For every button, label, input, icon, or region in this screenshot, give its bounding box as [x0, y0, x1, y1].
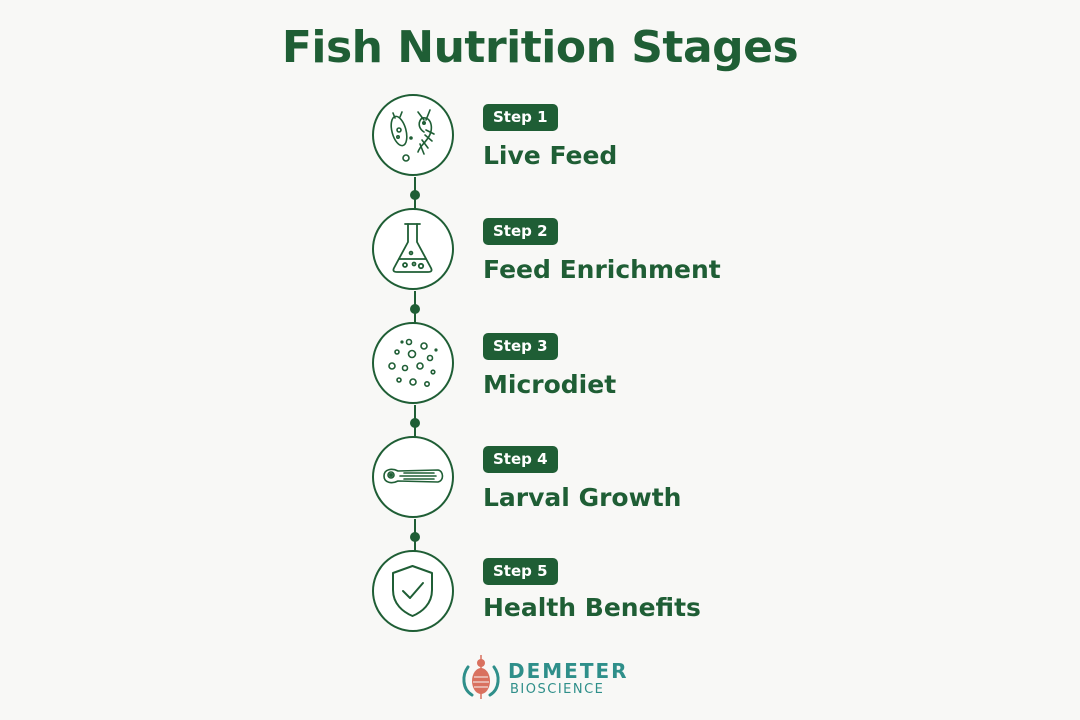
step-5-badge: Step 5 — [483, 558, 558, 585]
shield-check-icon — [392, 565, 433, 617]
connector-dot — [410, 304, 420, 314]
step-2-label: Feed Enrichment — [483, 255, 721, 284]
logo-mark-icon — [462, 655, 500, 699]
logo-subtitle: BIOSCIENCE — [510, 682, 605, 697]
plankton-icon — [390, 109, 435, 162]
logo-name: DEMETER — [508, 659, 629, 683]
particles-icon — [388, 338, 438, 387]
flask-icon — [392, 223, 433, 273]
page-title: Fish Nutrition Stages — [281, 22, 799, 73]
step-3-circle — [372, 322, 454, 404]
step-4-circle — [372, 436, 454, 518]
connector-dot — [410, 532, 420, 542]
step-4-label: Larval Growth — [483, 483, 682, 512]
step-1-badge: Step 1 — [483, 104, 558, 131]
step-3-label: Microdiet — [483, 370, 617, 399]
step-3-badge: Step 3 — [483, 333, 558, 360]
connector-dot — [410, 418, 420, 428]
step-5-label: Health Benefits — [483, 593, 701, 622]
step-4-badge: Step 4 — [483, 446, 558, 473]
connector-dot — [410, 190, 420, 200]
step-2-badge: Step 2 — [483, 218, 558, 245]
step-5-circle — [372, 550, 454, 632]
company-logo: DEMETER BIOSCIENCE — [460, 653, 630, 701]
fish-larva-icon — [383, 468, 444, 484]
step-1-circle — [372, 94, 454, 176]
step-2-circle — [372, 208, 454, 290]
step-1-label: Live Feed — [483, 141, 618, 170]
